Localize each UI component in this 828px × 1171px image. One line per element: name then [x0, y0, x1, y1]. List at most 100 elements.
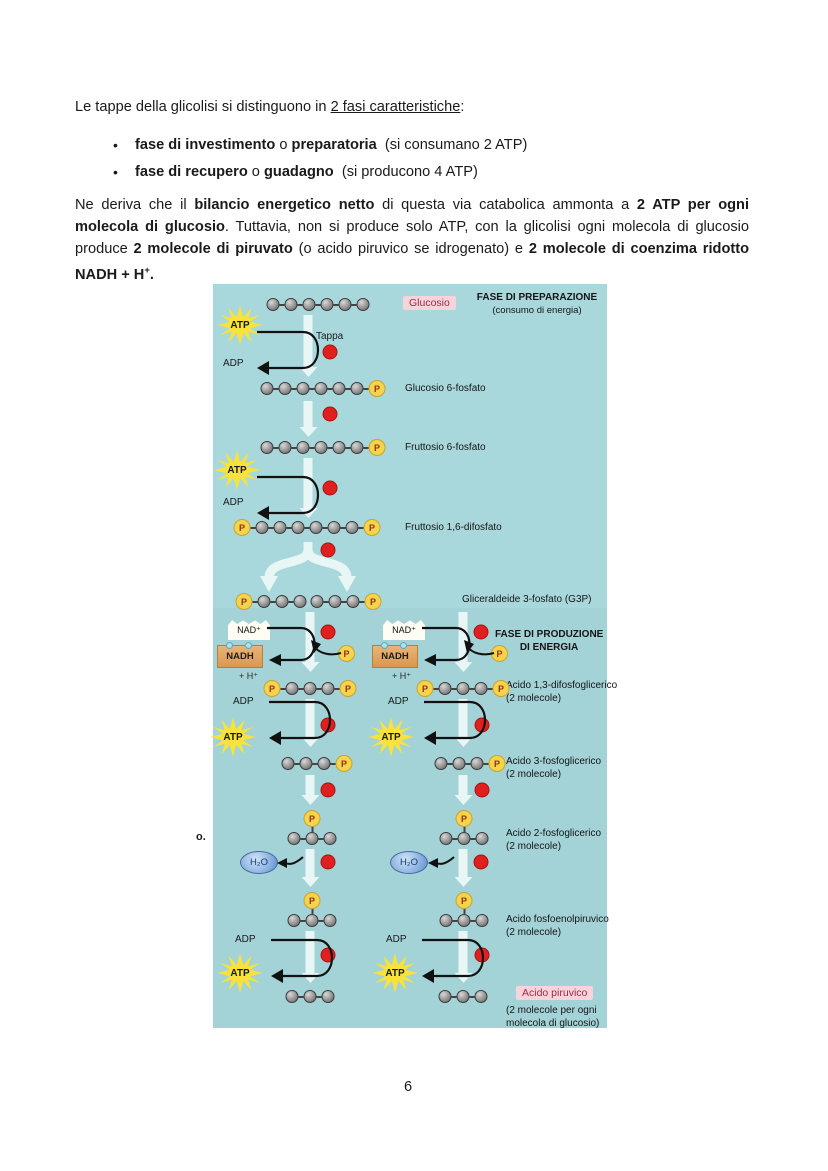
adp-label: ADP — [388, 696, 409, 707]
pg3-molecule: P — [281, 755, 353, 772]
intro-text: Le tappe della glicolisi si distinguono … — [75, 99, 331, 115]
nad-box: NAD⁺ — [228, 620, 270, 640]
pyruvate-label: Acido piruvico — [516, 986, 594, 1000]
pg3-molecule: P — [434, 755, 506, 772]
glucose-molecule — [266, 298, 370, 311]
phosphate-node: P — [303, 810, 321, 827]
adp-label: ADP — [223, 358, 244, 369]
para-superscript: + — [144, 265, 150, 276]
step-dot — [473, 854, 489, 870]
phosphate-node: P — [364, 593, 382, 610]
reaction-arrow — [305, 931, 315, 973]
phosphate-in-arrow — [311, 640, 342, 656]
intro-colon: : — [460, 99, 465, 115]
atp-adp-arrow — [257, 330, 319, 375]
nadh-box: NADH — [372, 642, 418, 668]
pyruvate-molecule — [438, 990, 488, 1003]
f6p-label: Fruttosio 6-fosfato — [405, 442, 486, 453]
nadh-box: NADH — [217, 642, 263, 668]
adp-label: ADP — [386, 934, 407, 945]
reaction-arrow — [305, 849, 315, 877]
para-seg: (o acido piruvico se idrogenato) e — [292, 241, 529, 257]
bullet-2-mid: o — [247, 164, 264, 180]
phosphate-in-arrow — [464, 640, 495, 656]
phosphate-node: P — [339, 680, 357, 697]
phosphate-node: P — [455, 892, 473, 909]
water-ellipse: H₂O — [390, 851, 428, 874]
pep-label: Acido fosfoenolpiruvico — [506, 914, 609, 925]
pg2-molecule: P — [287, 810, 337, 845]
phosphate-node: P — [368, 439, 386, 456]
pg3-label: Acido 3-fosfoglicerico — [506, 756, 602, 767]
intro-line: Le tappe della glicolisi si distinguono … — [75, 96, 464, 118]
bullet-1-mid: o — [275, 137, 292, 153]
g6p-molecule: P — [260, 380, 386, 397]
f6p-molecule: P — [260, 439, 386, 456]
para-seg-bold: 2 molecole di piruvato — [133, 241, 293, 257]
reaction-arrow — [303, 401, 313, 427]
phosphate-node: P — [488, 755, 506, 772]
para-seg: Ne deriva che il — [75, 197, 195, 213]
g3p-molecule: P — [235, 593, 307, 610]
para-seg: di questa via catabolica ammonta a — [374, 197, 637, 213]
pg3-sublabel: (2 molecole) — [506, 769, 562, 780]
para-seg-bold: 2 ATP per ogni molecola di glucosio — [75, 197, 754, 235]
pg2-sublabel: (2 molecole) — [506, 841, 562, 852]
step-dot — [322, 480, 338, 496]
phase2-title-line2: DI ENERGIA — [519, 642, 579, 653]
bullet-1-bold-2: preparatoria — [291, 137, 377, 153]
h-plus-label: + H⁺ — [392, 671, 412, 681]
g3p-molecule: P — [310, 593, 382, 610]
bullet-1-bold-1: fase di investimento — [135, 137, 276, 153]
phosphate-node: P — [363, 519, 381, 536]
reaction-arrow — [458, 612, 468, 662]
water-ellipse: H₂O — [240, 851, 278, 874]
pyruvate-note-1: (2 molecole per ogni — [506, 1005, 597, 1016]
pyruvate-molecule — [285, 990, 335, 1003]
phosphate-node: P — [492, 680, 510, 697]
water-out-arrow — [428, 856, 455, 868]
margin-fragment: o. — [196, 831, 206, 843]
step-dot — [320, 717, 336, 733]
step-label: Tappa — [316, 331, 344, 342]
split-arrow — [260, 542, 356, 592]
water-out-arrow — [277, 856, 304, 868]
phase2-title-line1: FASE DI PRODUZIONE — [495, 629, 604, 640]
para-seg-bold: 2 molecole di coenzima ridotto NADH + H — [75, 241, 754, 283]
phosphate-node: P — [416, 680, 434, 697]
atp-adp-arrow — [257, 475, 319, 520]
bullet-glyph: • — [113, 137, 118, 153]
step-dot — [473, 624, 489, 640]
reaction-arrow — [458, 699, 468, 737]
phosphate-node: P — [303, 892, 321, 909]
step-dot — [320, 624, 336, 640]
reaction-arrow — [458, 931, 468, 973]
reaction-arrow — [305, 612, 315, 662]
pep-molecule: P — [439, 892, 489, 927]
h-plus-label: + H⁺ — [239, 671, 259, 681]
f16bp-label: Fruttosio 1,6-difosfato — [405, 522, 502, 533]
adp-atp-arrow — [424, 700, 486, 745]
reaction-arrow — [458, 849, 468, 877]
phosphate-node: P — [455, 810, 473, 827]
adp-atp-arrow — [269, 700, 331, 745]
g3p-label: Gliceraldeide 3-fosfato (G3P) — [462, 594, 592, 605]
step-dot — [322, 406, 338, 422]
pyruvate-note-2: molecola di glucosio) — [506, 1018, 600, 1029]
glucose-label: Glucosio — [403, 296, 456, 310]
adp-label: ADP — [233, 696, 254, 707]
g6p-label: Glucosio 6-fosfato — [405, 383, 486, 394]
phosphate-node: P — [368, 380, 386, 397]
bullet-2-bold-2: guadagno — [263, 164, 334, 180]
para-seg-bold: . — [149, 266, 154, 283]
bpg-label: Acido 1,3-difosfoglicerico — [506, 680, 618, 691]
pg2-molecule: P — [439, 810, 489, 845]
step-dot — [320, 782, 336, 798]
para-seg: . Tuttavia, non si produce solo ATP, con… — [75, 219, 754, 257]
phosphate-node: P — [335, 755, 353, 772]
phase2-background — [213, 608, 607, 1028]
